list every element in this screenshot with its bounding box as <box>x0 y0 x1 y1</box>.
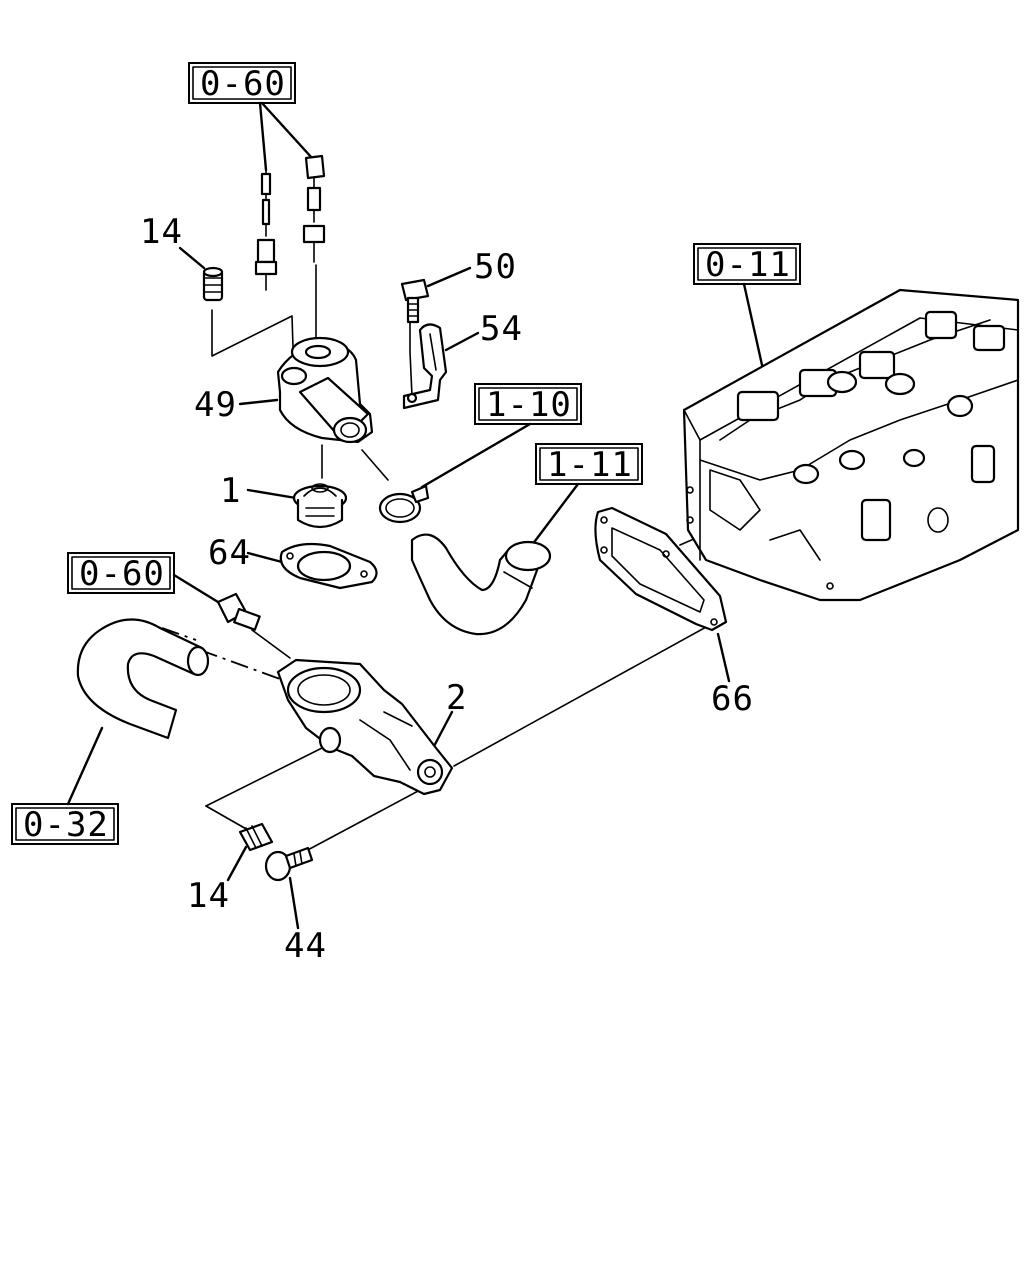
bolt-50[interactable] <box>400 278 430 324</box>
callout-14-bottom[interactable]: 14 <box>187 876 230 916</box>
callout-14-top[interactable]: 14 <box>140 212 183 252</box>
ref-box-0-11[interactable]: 0-11 <box>693 243 801 285</box>
callout-44[interactable]: 44 <box>284 926 327 966</box>
hose-clamp[interactable] <box>378 484 430 524</box>
radiator-hose[interactable] <box>410 533 552 636</box>
ref-box-1-11[interactable]: 1-11 <box>535 443 643 485</box>
callout-50[interactable]: 50 <box>474 247 517 287</box>
ref-label: 0-32 <box>23 805 109 845</box>
thermostat-1[interactable] <box>292 483 348 529</box>
bracket-54[interactable] <box>402 323 448 410</box>
callout-49[interactable]: 49 <box>194 385 237 425</box>
gasket-64[interactable] <box>279 542 378 590</box>
ref-label: 1-10 <box>486 385 572 425</box>
leader-lines <box>66 101 770 930</box>
callout-64[interactable]: 64 <box>208 533 251 573</box>
callout-66[interactable]: 66 <box>711 679 754 719</box>
ref-label: 0-60 <box>79 554 165 594</box>
ref-box-0-60-mid[interactable]: 0-60 <box>67 552 175 594</box>
water-temp-switch[interactable] <box>216 592 261 631</box>
cylinder-head[interactable] <box>682 288 1020 602</box>
callout-2[interactable]: 2 <box>446 678 467 718</box>
stud-14-bottom[interactable] <box>238 822 274 852</box>
ref-box-1-10[interactable]: 1-10 <box>474 383 582 425</box>
water-outlet-2[interactable] <box>276 658 454 796</box>
temperature-sensor-right[interactable] <box>302 154 326 263</box>
stud-14-top[interactable] <box>202 266 224 302</box>
ref-label: 0-11 <box>705 245 791 285</box>
ref-box-0-32[interactable]: 0-32 <box>11 803 119 845</box>
callout-1[interactable]: 1 <box>220 471 241 511</box>
thermostat-housing-49[interactable] <box>276 336 374 444</box>
ref-label: 0-60 <box>200 64 286 104</box>
callout-54[interactable]: 54 <box>480 309 523 349</box>
temperature-sensor-left[interactable] <box>254 169 278 291</box>
bypass-hose[interactable] <box>76 618 210 740</box>
ref-label: 1-11 <box>547 445 633 485</box>
ref-box-0-60-top[interactable]: 0-60 <box>188 62 296 104</box>
gasket-66[interactable] <box>594 506 728 632</box>
bolt-44[interactable] <box>264 846 314 882</box>
